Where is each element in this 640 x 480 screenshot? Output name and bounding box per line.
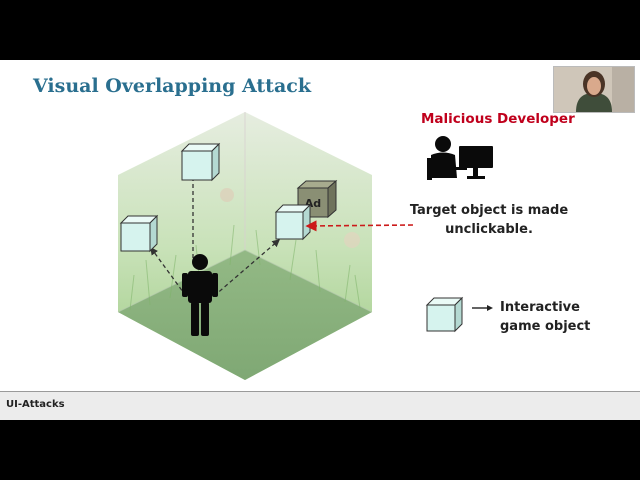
slide-footer: UI-Attacks [0, 391, 640, 420]
game-object-cube-top[interactable] [180, 142, 221, 182]
target-caption: Target object is made unclickable. [409, 203, 569, 237]
flower-icon [344, 232, 360, 248]
player-icon [182, 254, 218, 336]
game-object-cube-target[interactable] [274, 203, 312, 241]
legend-caption: Interactive game object [500, 300, 591, 334]
game-object-cube-left[interactable] [119, 214, 159, 253]
malicious-developer-label: Malicious Developer [421, 111, 575, 127]
ad-cube: Ad [296, 179, 338, 219]
gaze-arrows [150, 166, 280, 297]
attack-arrow [305, 220, 414, 232]
legend-arrow-icon [472, 305, 493, 311]
slide: Visual Overlapping Attack [0, 60, 640, 420]
presenter-webcam [553, 66, 635, 113]
slide-title: Visual Overlapping Attack [33, 75, 312, 97]
game-scene: Ad [117, 112, 493, 380]
developer-computer-icon [427, 136, 493, 180]
flower-icon [220, 188, 234, 202]
footer-label: UI-Attacks [6, 399, 65, 410]
scene-box [117, 112, 373, 380]
legend-cube [425, 296, 464, 333]
